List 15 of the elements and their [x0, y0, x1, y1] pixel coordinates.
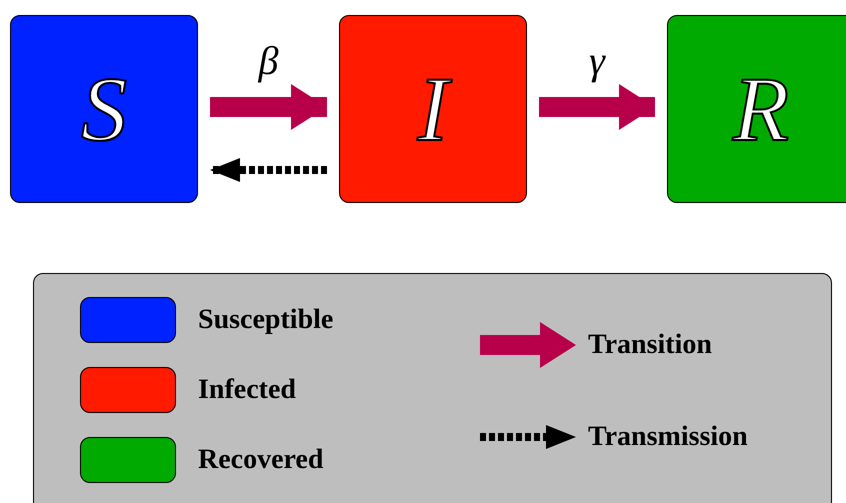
compartment-letter: S — [81, 63, 127, 155]
legend-label: Transmission — [588, 420, 748, 454]
compartment-box — [339, 15, 527, 203]
compartment-letter: R — [732, 63, 790, 155]
arrow — [539, 84, 655, 130]
compartment-box — [10, 15, 198, 203]
legend-label: Recovered — [198, 443, 324, 477]
legend-label: Infected — [198, 373, 296, 407]
legend-label: Susceptible — [198, 303, 334, 337]
edge-label: γ — [589, 41, 605, 81]
edge-label: β — [258, 41, 278, 81]
arrow — [210, 158, 327, 182]
legend-label: Transition — [588, 328, 712, 362]
compartment-box — [667, 15, 846, 203]
arrow — [210, 84, 327, 130]
